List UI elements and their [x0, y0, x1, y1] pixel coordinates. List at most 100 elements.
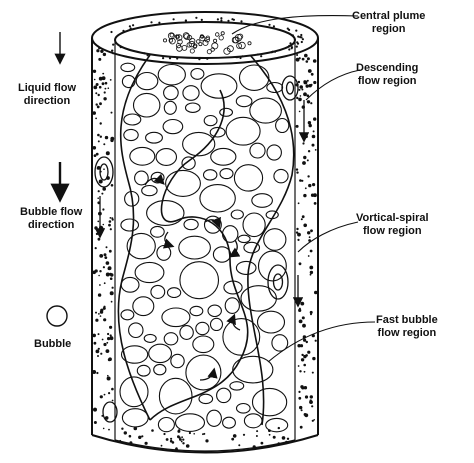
bubble-ellipse: [237, 234, 251, 244]
wall-dot: [99, 122, 102, 125]
wall-dot: [101, 192, 104, 195]
bubble-ellipse: [179, 261, 220, 300]
bottom-dot: [180, 440, 183, 443]
bubble-ellipse: [251, 193, 273, 208]
bubble-ellipse: [219, 168, 234, 180]
wall-dot: [97, 333, 100, 336]
rim-dot: [272, 25, 275, 28]
plume-bubble: [182, 32, 190, 39]
bottom-dot: [170, 437, 173, 440]
bubble-ellipse: [271, 334, 289, 352]
bottom-dot: [232, 434, 237, 438]
wall-dot: [99, 254, 104, 258]
bottom-dot: [182, 442, 185, 445]
wall-dot: [300, 385, 304, 389]
wall-dot: [98, 179, 103, 184]
rim-dot: [300, 33, 303, 37]
bubble-ellipse: [183, 218, 199, 231]
label-vortical-spiral-flow-region: Vortical-spiral flow region: [356, 212, 429, 237]
bubble-ellipse: [158, 377, 193, 415]
bubble-ellipse: [200, 73, 238, 99]
bubble-ellipse: [185, 354, 222, 391]
bubble-ellipse: [150, 225, 165, 238]
plume-bubble: [195, 39, 201, 44]
bubble-ellipse: [209, 317, 224, 332]
wall-dot: [311, 419, 314, 422]
rim-dot: [122, 29, 125, 32]
wall-dot: [98, 57, 102, 61]
rim-dot: [220, 17, 223, 20]
wall-dot: [92, 69, 97, 74]
wall-dot: [312, 130, 315, 133]
bubble-ellipse: [192, 335, 215, 354]
wall-dot: [95, 103, 98, 106]
bubble-ellipse: [235, 260, 257, 275]
rim-dot: [236, 56, 239, 59]
bottom-dot: [182, 438, 185, 441]
wall-dot: [306, 79, 309, 82]
wall-dot: [105, 151, 110, 156]
wall-dot: [310, 72, 314, 76]
wall-dot: [96, 167, 99, 170]
wall-dot: [310, 313, 312, 316]
vortical-leader: [297, 221, 359, 253]
wall-dot: [309, 400, 313, 404]
wall-dot: [107, 358, 111, 362]
rim-dot: [168, 57, 172, 60]
central-plume-leader: [231, 14, 359, 35]
bubble-ellipse: [209, 126, 226, 138]
bottom-dot: [169, 439, 173, 443]
bottom-dot: [181, 436, 184, 439]
wall-dot: [108, 428, 110, 431]
wall-dot: [296, 54, 299, 56]
leader-lines: [231, 14, 376, 363]
wall-dot: [97, 355, 99, 357]
wall-dot: [306, 159, 309, 162]
rim-dot: [293, 38, 296, 42]
wall-dot: [313, 193, 317, 198]
wall-dot: [301, 215, 305, 219]
wall-dot: [106, 341, 109, 344]
rim-dot: [295, 29, 298, 32]
bubble-ellipse: [210, 147, 237, 166]
bottom-dot: [188, 431, 191, 435]
bottom-dot: [193, 433, 195, 435]
bubble-ellipse: [235, 402, 251, 414]
plume-bubble: [169, 33, 174, 38]
wall-dot: [92, 270, 96, 275]
wall-dot: [104, 87, 107, 90]
bubble-ellipse: [249, 97, 282, 124]
plume-bubble: [162, 38, 167, 43]
plume-bubble: [202, 39, 209, 46]
wall-dot: [105, 349, 110, 353]
bottom-dot: [151, 429, 154, 432]
wall-vortex-markers: [94, 75, 310, 423]
rim-dot: [128, 25, 131, 28]
wall-dot: [306, 94, 310, 97]
column-body: [91, 11, 319, 454]
plume-bubble: [176, 45, 183, 52]
bubble-ellipse: [166, 287, 182, 299]
wall-dot: [297, 232, 301, 237]
wall-dot: [97, 237, 101, 241]
wall-dot: [102, 52, 107, 57]
bubble-ellipse: [135, 71, 159, 91]
wall-dot: [104, 416, 109, 420]
wall-dot: [312, 59, 317, 63]
wall-dot: [311, 143, 315, 147]
bubble-ellipse: [123, 128, 139, 142]
wall-dot: [102, 306, 106, 310]
bubble-ellipse: [123, 113, 142, 126]
wall-dot: [99, 284, 101, 286]
wall-dot: [302, 161, 306, 165]
bubble-ellipse: [155, 148, 178, 166]
bubble-ellipse: [132, 296, 155, 317]
wall-vortex-right-upper: [281, 75, 299, 101]
bubble-ellipse: [198, 393, 214, 405]
wall-dot: [314, 290, 318, 295]
bubble-ellipse: [182, 85, 200, 101]
rim-dot: [295, 45, 298, 48]
wall-dot: [310, 102, 313, 105]
wall-dot: [307, 150, 311, 153]
